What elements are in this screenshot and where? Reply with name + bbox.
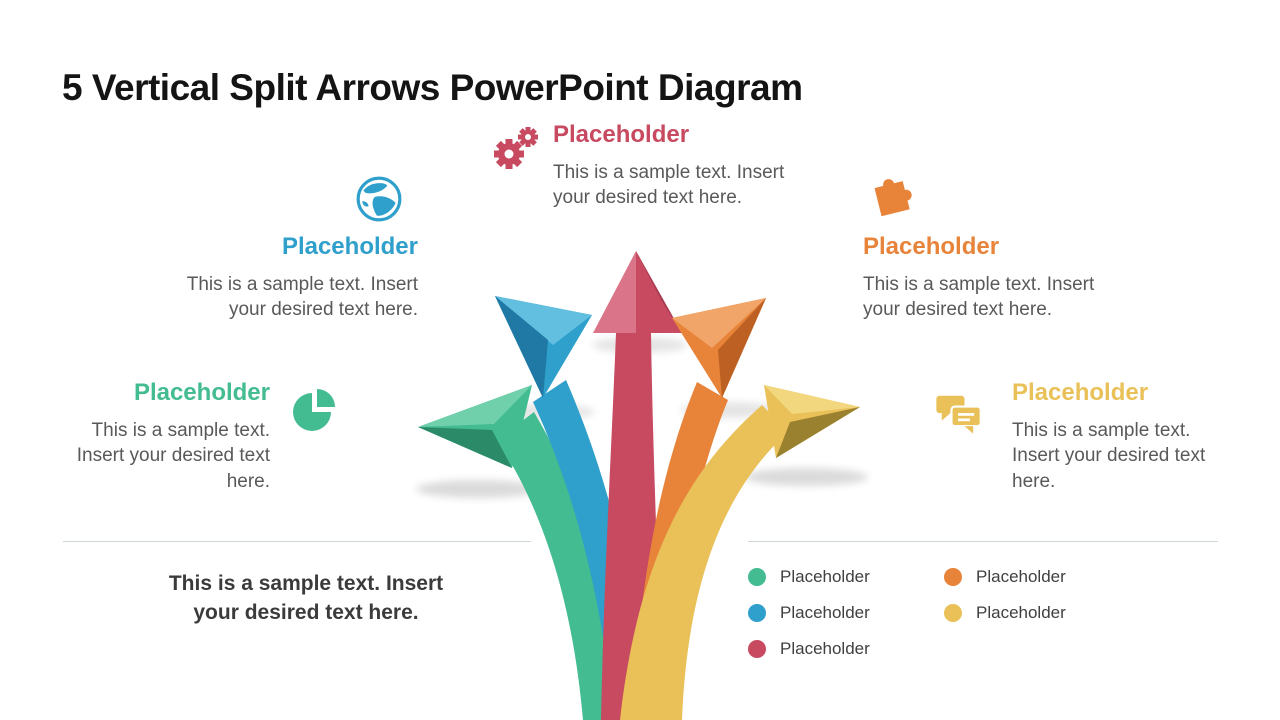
- legend-label: Placeholder: [976, 603, 1066, 622]
- legend-dot-yellow: [944, 604, 962, 622]
- legend-item-orange: Placeholder: [944, 566, 1140, 588]
- gears-icon: [492, 124, 540, 172]
- legend: Placeholder Placeholder Placeholder Plac…: [748, 566, 1218, 660]
- placeholder-block-mid-left: Placeholder This is a sample text. Inser…: [68, 379, 270, 494]
- legend-column-2: Placeholder Placeholder: [944, 566, 1140, 660]
- legend-item-yellow: Placeholder: [944, 602, 1140, 624]
- placeholder-heading: Placeholder: [1012, 379, 1149, 406]
- placeholder-heading: Placeholder: [133, 379, 270, 406]
- placeholder-body: This is a sample text. Insert your desir…: [1012, 420, 1206, 492]
- legend-dot-orange: [944, 568, 962, 586]
- legend-item-green: Placeholder: [748, 566, 944, 588]
- placeholder-body: This is a sample text. Insert your desir…: [186, 274, 418, 321]
- legend-dot-blue: [748, 604, 766, 622]
- footer-note: This is a sample text. Insert your desir…: [168, 572, 444, 624]
- divider-line-right: [748, 541, 1218, 542]
- placeholder-heading: Placeholder: [863, 233, 1000, 260]
- legend-item-blue: Placeholder: [748, 602, 944, 624]
- legend-item-red: Placeholder: [748, 638, 944, 660]
- legend-dot-green: [748, 568, 766, 586]
- legend-label: Placeholder: [780, 567, 870, 586]
- placeholder-block-mid-right: Placeholder This is a sample text. Inser…: [1012, 379, 1214, 494]
- globe-icon: [354, 174, 404, 224]
- legend-label: Placeholder: [780, 639, 870, 658]
- placeholder-heading: Placeholder: [281, 233, 418, 260]
- legend-label: Placeholder: [976, 567, 1066, 586]
- pie-chart-icon: [290, 384, 338, 432]
- placeholder-block-top-left: Placeholder This is a sample text. Inser…: [158, 233, 418, 323]
- legend-label: Placeholder: [780, 603, 870, 622]
- legend-column-1: Placeholder Placeholder Placeholder: [748, 566, 944, 660]
- placeholder-heading: Placeholder: [553, 121, 690, 148]
- placeholder-block-top-right: Placeholder This is a sample text. Inser…: [863, 233, 1125, 323]
- placeholder-body: This is a sample text. Insert your desir…: [863, 274, 1095, 321]
- puzzle-icon: [868, 168, 916, 217]
- arrow-green: [418, 385, 619, 720]
- placeholder-body: This is a sample text. Insert your desir…: [553, 162, 785, 209]
- placeholder-block-top-center: Placeholder This is a sample text. Inser…: [553, 121, 825, 211]
- divider-line-left: [63, 541, 531, 542]
- chat-icon: [932, 386, 984, 438]
- legend-dot-red: [748, 640, 766, 658]
- placeholder-body: This is a sample text. Insert your desir…: [76, 420, 270, 492]
- slide-title: 5 Vertical Split Arrows PowerPoint Diagr…: [62, 66, 803, 108]
- arrow-yellow: [620, 385, 860, 720]
